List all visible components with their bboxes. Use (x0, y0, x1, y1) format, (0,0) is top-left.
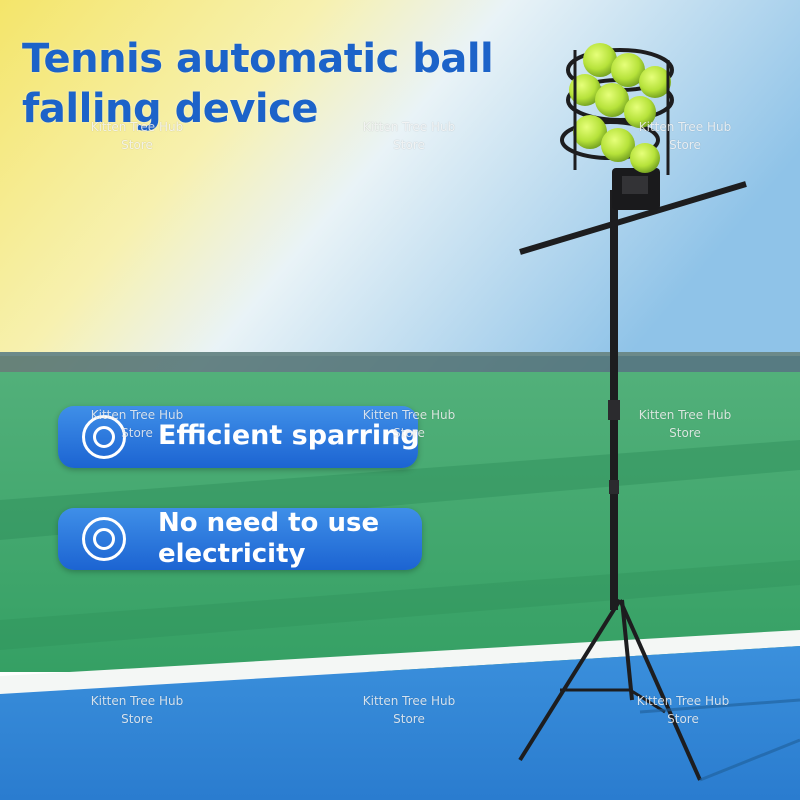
feature-label: No need to use electricity (158, 508, 379, 570)
title-line-1: Tennis automatic ball (22, 36, 494, 82)
title-line-2: falling device (22, 86, 318, 132)
concentric-circles-icon (82, 415, 126, 459)
feature-badge-sparring: Efficient sparring (58, 406, 420, 468)
concentric-circles-icon (82, 517, 126, 561)
product-title: Tennis automatic ball falling device (22, 34, 494, 134)
feature-label-line-2: electricity (158, 539, 306, 569)
feature-badge-no-electricity: No need to use electricity (58, 508, 422, 570)
feature-label-line-1: No need to use (158, 508, 380, 538)
feature-label: Efficient sparring (158, 420, 420, 451)
